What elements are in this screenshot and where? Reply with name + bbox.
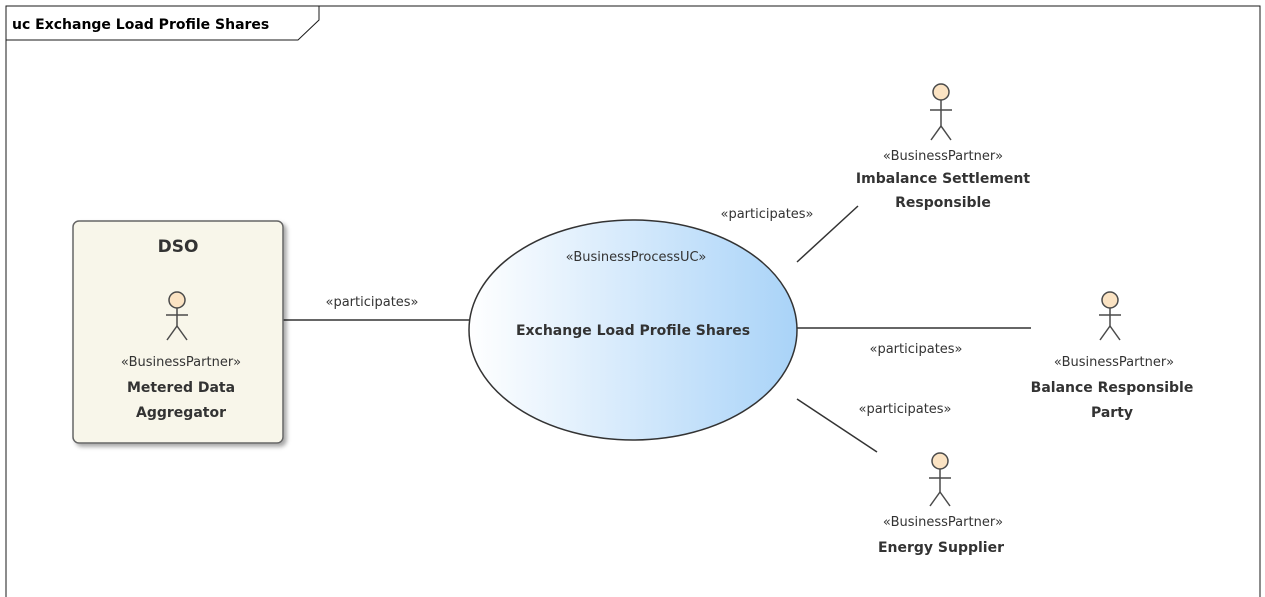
actor-metered-data-aggregator-icon[interactable] — [166, 291, 188, 341]
frame-border — [5, 5, 1261, 597]
usecase-exchange-load-profile-shares[interactable]: «BusinessProcessUC» Exchange Load Profil… — [468, 219, 798, 441]
actor-brp-name-line2: Party — [1091, 405, 1133, 421]
actor-supplier-icon[interactable] — [929, 452, 951, 507]
dso-boundary-box[interactable] — [72, 220, 284, 444]
dso-boundary[interactable]: DSO «BusinessPartner» Metered Data Aggre… — [72, 220, 284, 444]
actor-balance-responsible-party[interactable]: «BusinessPartner» Balance Responsible Pa… — [1031, 291, 1194, 421]
usecase-stereotype: «BusinessProcessUC» — [566, 250, 707, 265]
dso-boundary-name: DSO — [158, 237, 199, 257]
actor-energy-supplier[interactable]: «BusinessPartner» Energy Supplier — [878, 452, 1004, 556]
association-labels: «participates» «participates» «participa… — [325, 207, 962, 417]
association-imbalance-label: «participates» — [720, 207, 813, 222]
actor-brp-icon[interactable] — [1099, 291, 1121, 341]
association-supplier-line[interactable] — [796, 398, 878, 453]
association-supplier-label: «participates» — [858, 402, 951, 417]
usecase-ellipse[interactable] — [468, 219, 798, 441]
actor-mda-name-line2: Aggregator — [136, 405, 226, 421]
diagram-frame: uc Exchange Load Profile Shares — [5, 5, 1261, 597]
usecase-name: Exchange Load Profile Shares — [516, 323, 750, 339]
actor-supplier-stereotype: «BusinessPartner» — [883, 515, 1003, 530]
actor-imbalance-stereotype: «BusinessPartner» — [883, 149, 1003, 164]
association-imbalance-line[interactable] — [796, 205, 859, 263]
actor-supplier-name: Energy Supplier — [878, 540, 1004, 556]
frame-title-tab — [5, 5, 320, 41]
actor-imbalance-settlement-responsible[interactable]: «BusinessPartner» Imbalance Settlement R… — [856, 83, 1030, 211]
association-mda-label: «participates» — [325, 295, 418, 310]
actor-mda-stereotype: «BusinessPartner» — [121, 355, 241, 370]
actor-brp-stereotype: «BusinessPartner» — [1054, 355, 1174, 370]
association-brp-label: «participates» — [869, 342, 962, 357]
actor-mda-name-line1: Metered Data — [127, 380, 235, 396]
frame-title[interactable]: uc Exchange Load Profile Shares — [12, 17, 269, 33]
actor-imbalance-icon[interactable] — [930, 83, 952, 141]
actor-imbalance-name-line1: Imbalance Settlement — [856, 171, 1030, 187]
actor-brp-name-line1: Balance Responsible — [1031, 380, 1194, 396]
actor-imbalance-name-line2: Responsible — [895, 195, 991, 211]
